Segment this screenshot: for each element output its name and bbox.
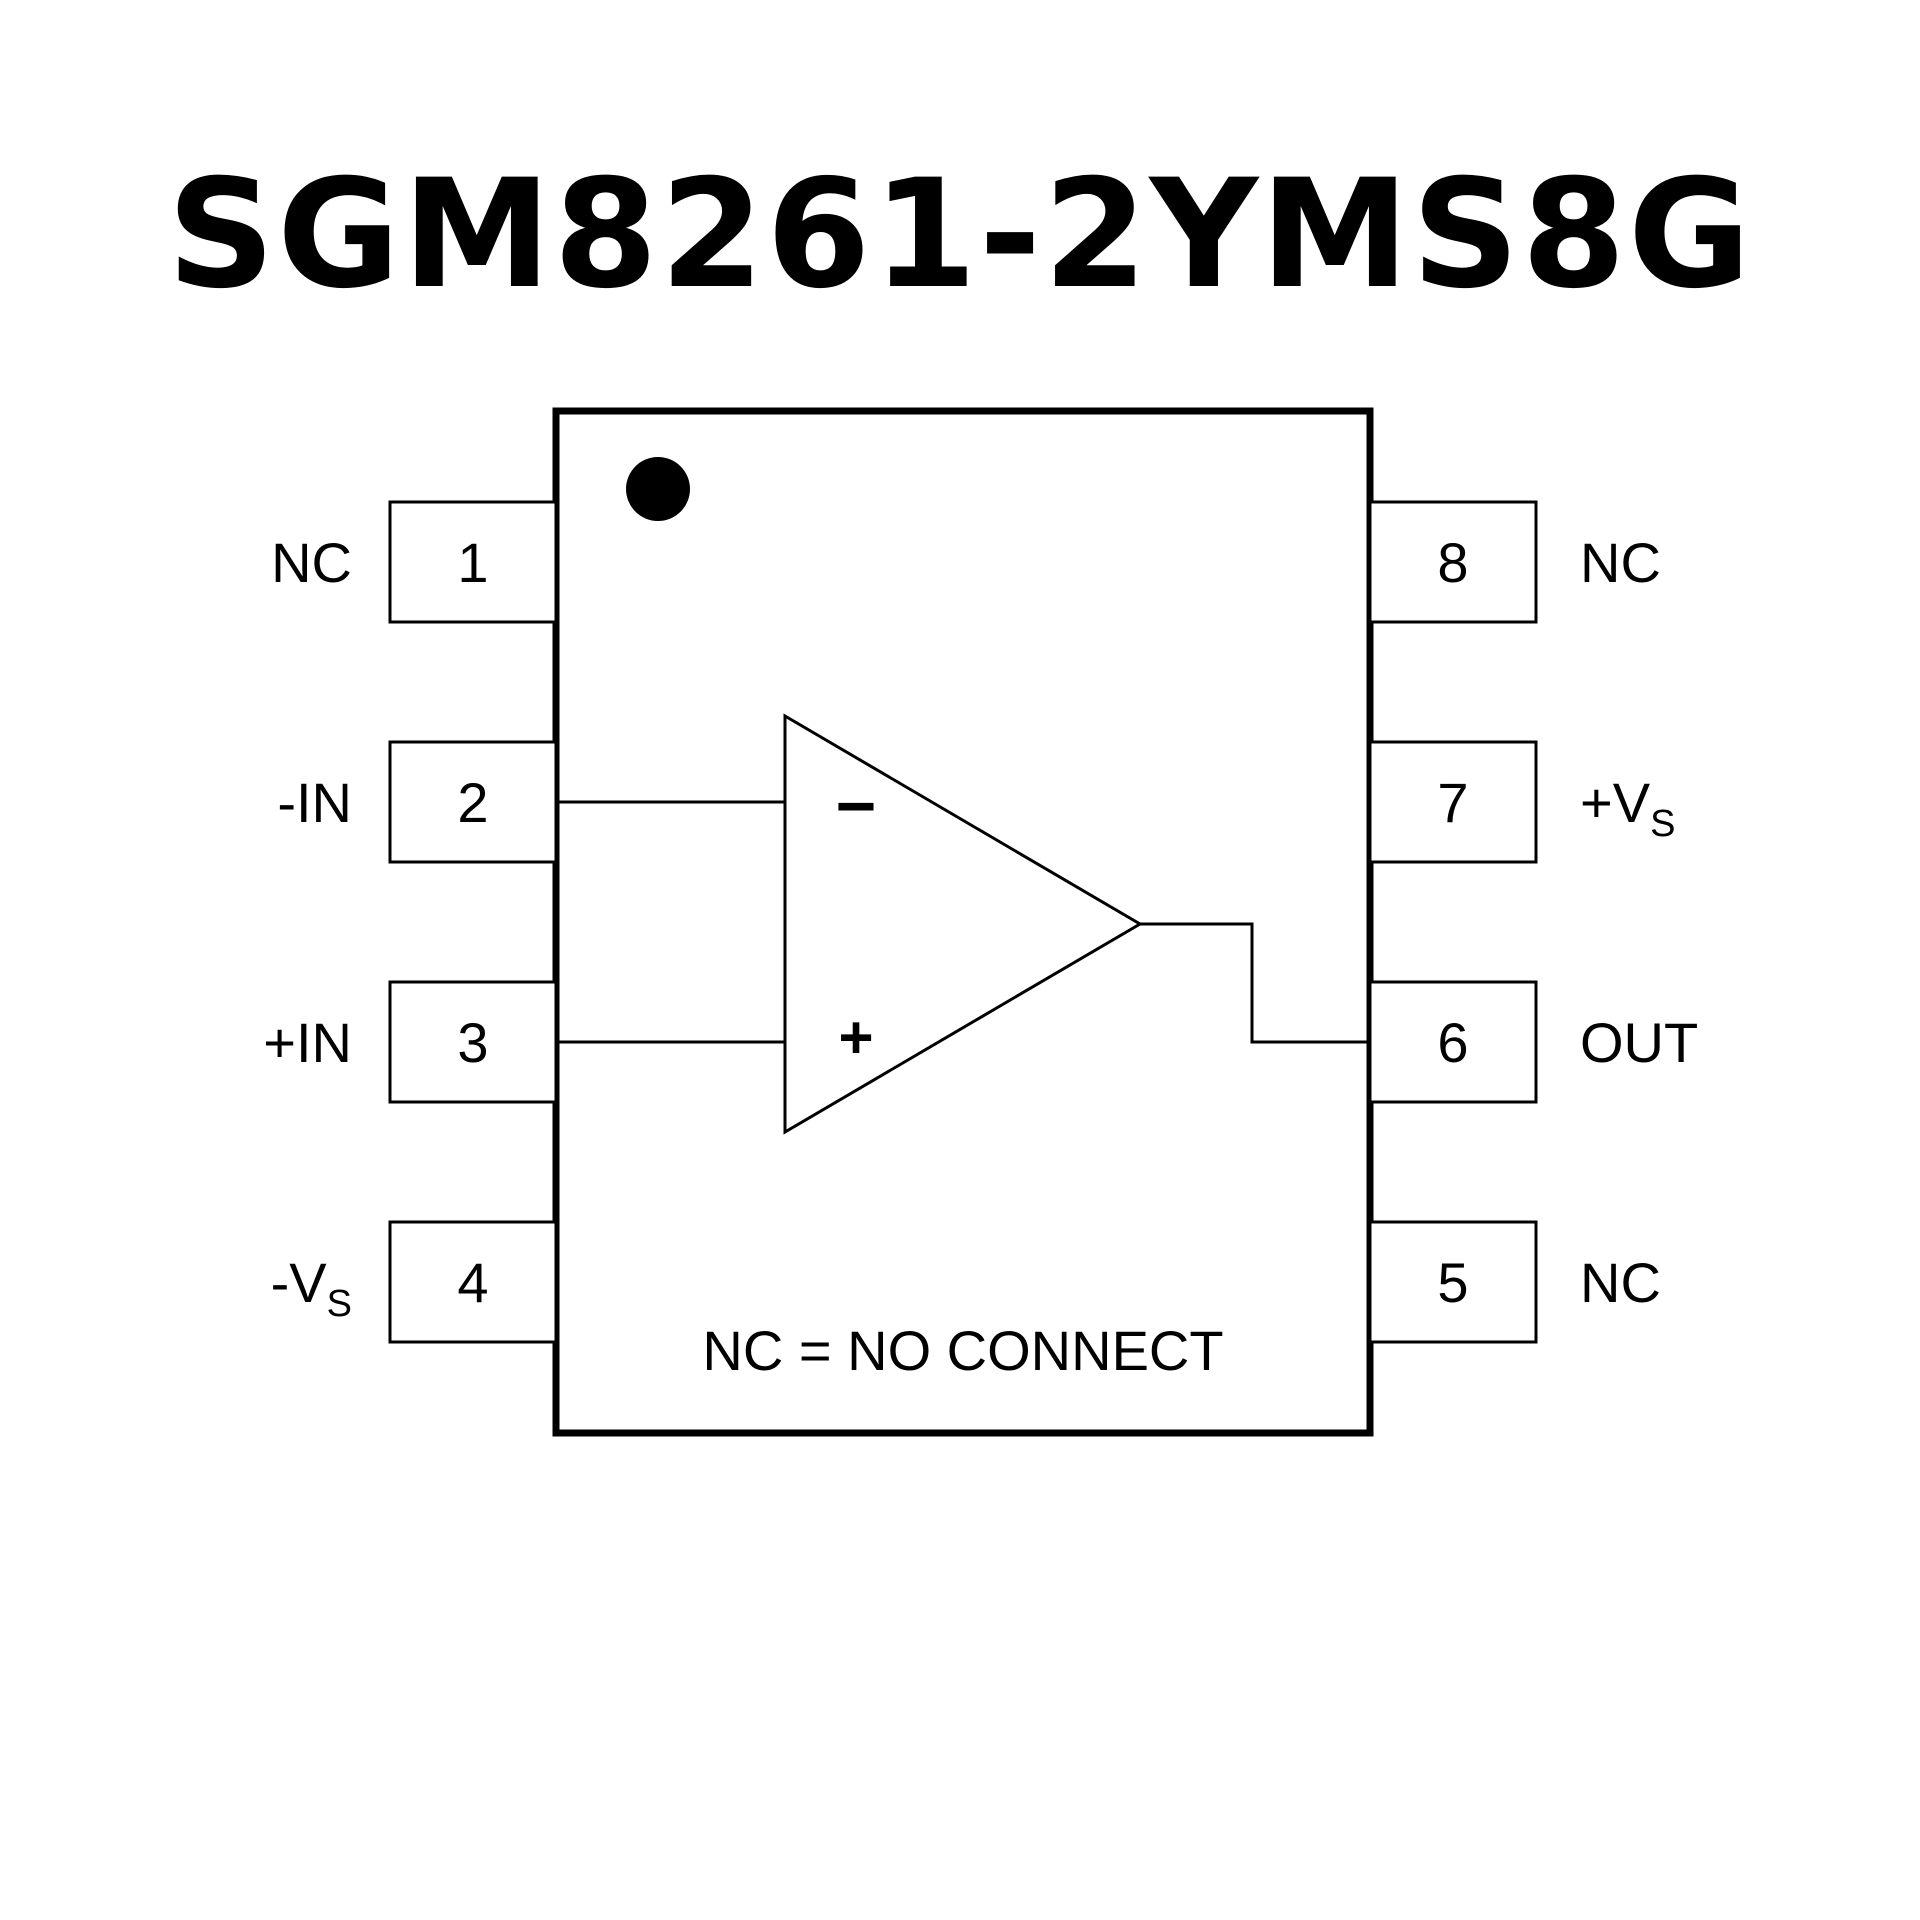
pin-number: 3 xyxy=(457,1011,488,1074)
pin-box xyxy=(1368,1220,1538,1344)
opamp-plus-sign: + xyxy=(838,1004,873,1071)
pin-label: +VS xyxy=(1580,771,1675,845)
pin-label-name: NC xyxy=(271,531,352,594)
pin-box xyxy=(388,980,558,1104)
pin-label-name: -V xyxy=(271,1251,328,1314)
pin-number: 6 xyxy=(1437,1011,1468,1074)
pin-label: +IN xyxy=(263,1011,352,1074)
pin-2: 2 -IN xyxy=(277,740,558,864)
pin-label-name: -IN xyxy=(277,771,352,834)
pin-label-name: +IN xyxy=(263,1011,352,1074)
pin-label-name: +V xyxy=(1580,771,1651,834)
pin-box xyxy=(388,740,558,864)
chip-body xyxy=(552,407,1374,1437)
pin-label: -VS xyxy=(271,1251,352,1325)
pin-number: 4 xyxy=(457,1251,488,1314)
part-number-title: SGM8261-2YMS8G xyxy=(167,148,1753,322)
pin-number: 2 xyxy=(457,771,488,834)
pin-box xyxy=(1368,500,1538,624)
pin-label: OUT xyxy=(1580,1011,1698,1074)
pin-label-name: NC xyxy=(1580,1251,1661,1314)
pin-number: 8 xyxy=(1437,531,1468,594)
pin-label-name: OUT xyxy=(1580,1011,1698,1074)
pin-6: 6 OUT xyxy=(1368,980,1698,1104)
pin-number: 1 xyxy=(457,531,488,594)
pin-1: 1 NC xyxy=(271,500,558,624)
pin-label: NC xyxy=(1580,531,1661,594)
opamp-minus-sign: − xyxy=(836,767,877,845)
nc-legend: NC = NO CONNECT xyxy=(702,1319,1223,1382)
pin-number: 7 xyxy=(1437,771,1468,834)
pin-label: NC xyxy=(1580,1251,1661,1314)
pin-label: NC xyxy=(271,531,352,594)
pin-4: 4 -VS xyxy=(271,1220,558,1344)
pin-5: 5 NC xyxy=(1368,1220,1661,1344)
wire-output xyxy=(1140,922,1370,1044)
pin-number: 5 xyxy=(1437,1251,1468,1314)
pin-3: 3 +IN xyxy=(263,980,558,1104)
pin-box xyxy=(388,500,558,624)
pin-box xyxy=(388,1220,558,1344)
pin-label: -IN xyxy=(277,771,352,834)
pin-label-subscript: S xyxy=(327,1283,352,1325)
pin-label-subscript: S xyxy=(1650,803,1675,845)
opamp-triangle xyxy=(783,713,1143,1135)
pin-7: 7 +VS xyxy=(1368,740,1675,864)
pin-8: 8 NC xyxy=(1368,500,1661,624)
pin1-marker-dot xyxy=(626,457,690,521)
pin-label-name: NC xyxy=(1580,531,1661,594)
pin-box xyxy=(1368,740,1538,864)
pin-box xyxy=(1368,980,1538,1104)
